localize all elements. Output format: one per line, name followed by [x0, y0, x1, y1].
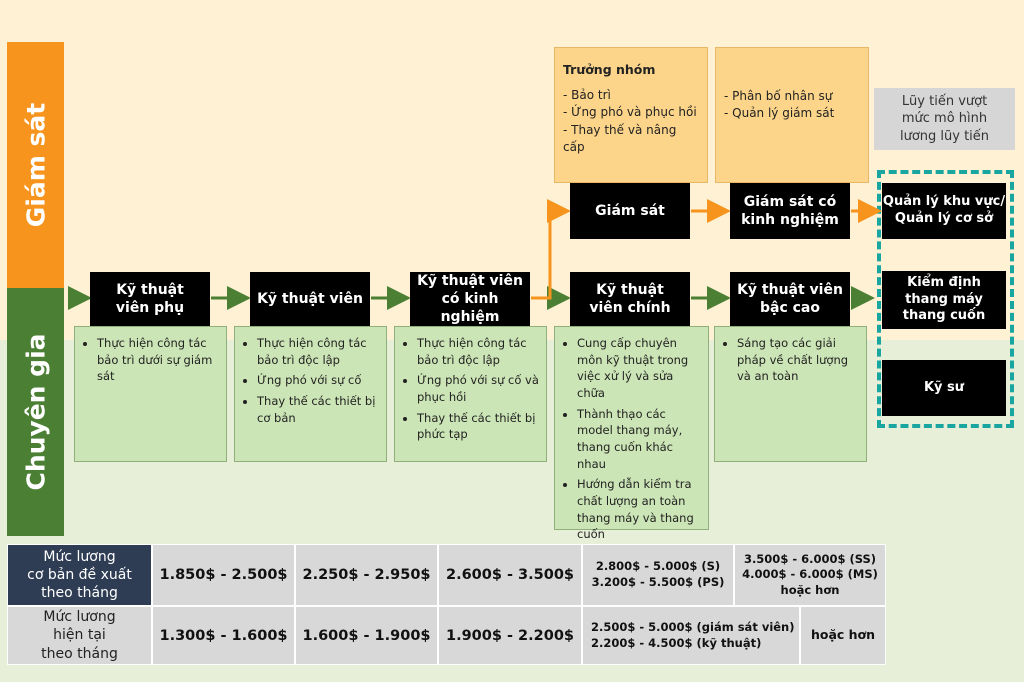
duty-item: Thực hiện công tác bảo trì dưới sự giám … — [97, 335, 220, 385]
team-lead-item: - Bảo trì — [563, 88, 611, 102]
duties-senior-technician: Sáng tạo các giải pháp về chất lượng và … — [714, 326, 867, 462]
duties-technician: Thực hiện công tác bảo trì độc lập Ứng p… — [234, 326, 387, 462]
proposed-salary-label: Mức lương cơ bản đề xuất theo tháng — [7, 544, 152, 606]
team-lead-item: - Ứng phó và phục hồi — [563, 105, 697, 120]
role-area-manager: Quản lý khu vực/ Quản lý cơ sở — [882, 183, 1006, 239]
proposed-salary-cell: 3.500$ - 6.000$ (SS) 4.000$ - 6.000$ (MS… — [734, 544, 886, 606]
team-lead-box: Trưởng nhóm - Bảo trì - Ứng phó và phục … — [554, 47, 708, 183]
team-lead-title: Trưởng nhóm — [563, 62, 656, 77]
role-chief-technician: Kỹ thuật viên chính — [570, 272, 690, 326]
sidebar-expert: Chuyên gia — [7, 288, 64, 536]
role-experienced-supervisor: Giám sát có kinh nghiệm — [730, 183, 850, 239]
duties-assistant-technician: Thực hiện công tác bảo trì dưới sự giám … — [74, 326, 227, 462]
duty-item: Thực hiện công tác bảo trì độc lập — [257, 335, 380, 368]
duty-item: Hướng dẫn kiểm tra chất lượng an toàn th… — [577, 476, 702, 543]
duty-item: Thay thế các thiết bị phức tạp — [417, 410, 540, 443]
duty-item: Thực hiện công tác bảo trì độc lập — [417, 335, 540, 368]
role-assistant-technician: Kỹ thuật viên phụ — [90, 272, 210, 326]
role-experienced-technician: Kỹ thuật viên có kinh nghiệm — [410, 272, 530, 326]
team-lead-item: - Thay thế và nâng cấp — [563, 122, 677, 155]
duties-chief-technician: Cung cấp chuyên môn kỹ thuật trong việc … — [554, 326, 709, 541]
proposed-salary-cell: 2.250$ - 2.950$ — [295, 544, 438, 606]
role-senior-technician: Kỹ thuật viên bậc cao — [730, 272, 850, 326]
duty-item: Thành thạo các model thang máy, thang cu… — [577, 406, 702, 473]
role-inspector: Kiểm định thang máy thang cuốn — [882, 271, 1006, 329]
duty-item: Sáng tạo các giải pháp về chất lượng và … — [737, 335, 860, 385]
exp-supervisor-duties-box: - Phân bố nhân sự - Quản lý giám sát — [715, 47, 869, 183]
beyond-model-label: Lũy tiến vượt mức mô hình lương lũy tiến — [874, 88, 1015, 150]
advanced-roles-frame — [877, 170, 1014, 428]
current-salary-cell: 1.600$ - 1.900$ — [295, 606, 438, 665]
role-technician: Kỹ thuật viên — [250, 272, 370, 326]
duty-item: Thay thế các thiết bị cơ bản — [257, 393, 380, 426]
exp-supervisor-duty: - Phân bố nhân sự — [724, 89, 833, 103]
proposed-salary-cell: 2.800$ - 5.000$ (S) 3.200$ - 5.500$ (PS) — [582, 544, 734, 606]
current-salary-cell: 1.300$ - 1.600$ — [152, 606, 295, 665]
exp-supervisor-duty: - Quản lý giám sát — [724, 106, 835, 121]
proposed-salary-cell: 1.850$ - 2.500$ — [152, 544, 295, 606]
current-salary-cell: 2.500$ - 5.000$ (giám sát viên) 2.200$ -… — [582, 606, 800, 665]
current-salary-cell: hoặc hơn — [800, 606, 886, 665]
sidebar-supervision: Giám sát — [7, 42, 64, 288]
current-salary-label: Mức lương hiện tại theo tháng — [7, 606, 152, 665]
duty-item: Cung cấp chuyên môn kỹ thuật trong việc … — [577, 335, 702, 402]
duties-experienced-technician: Thực hiện công tác bảo trì độc lập Ứng p… — [394, 326, 547, 462]
current-salary-cell: 1.900$ - 2.200$ — [438, 606, 582, 665]
role-supervisor: Giám sát — [570, 183, 690, 239]
proposed-salary-cell: 2.600$ - 3.500$ — [438, 544, 582, 606]
duty-item: Ứng phó với sự cố và phục hồi — [417, 372, 540, 405]
role-engineer: Kỹ sư — [882, 360, 1006, 416]
duty-item: Ứng phó với sự cố — [257, 372, 380, 389]
arrow — [531, 199, 571, 300]
